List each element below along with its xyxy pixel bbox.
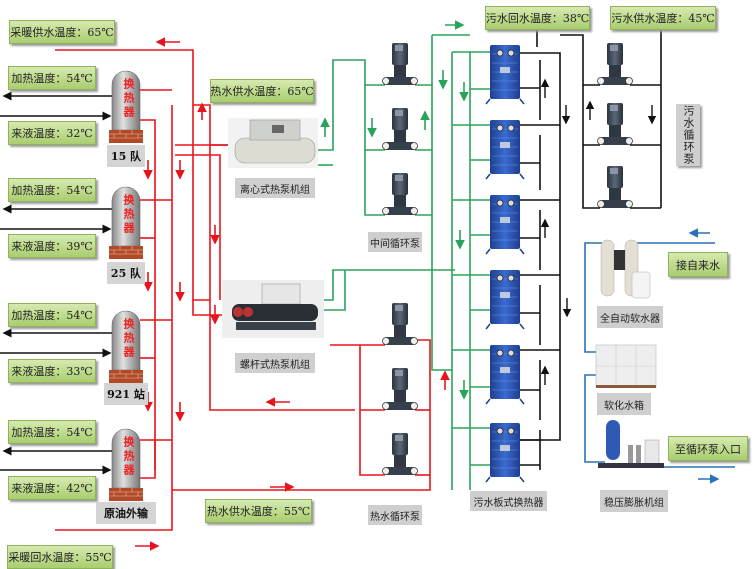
heat-exchanger-label: 换热器 [122,318,135,360]
makeup-water-line [584,242,735,468]
heat-exchanger-tank [109,70,143,143]
station-name: 921 站 [104,383,148,405]
inline-pumps [382,43,633,475]
screw-heat-pump-label: 螺杆式热泵机组 [235,353,315,373]
station-incoming-temp: 来液温度：33℃ [8,359,96,383]
plate-heat-exchangers [485,45,525,483]
station-heat-exchangers [109,70,143,501]
station-lines [0,91,112,475]
sewage-supply-temp-label: 污水供水温度：45℃ [610,6,716,30]
sewage-plate-exchanger-label: 污水板式换热器 [470,491,547,511]
heat-exchanger-label: 换热器 [122,78,135,120]
station-incoming-temp: 来液温度：39℃ [8,234,96,258]
station-heating-temp: 加热温度：54℃ [8,178,96,202]
centrifugal-heat-pump-unit [228,118,318,168]
station-incoming-temp: 来液温度：42℃ [8,476,96,500]
plate-heat-exchanger-icon [485,120,525,180]
hot-water-supply-55-label: 热水供水温度：55℃ [205,499,312,523]
hot-water-loop [55,49,431,531]
centrifugal-heat-pump-label: 离心式热泵机组 [235,178,315,198]
pump-icon [382,43,418,85]
sewage-return-temp-label: 污水回水温度：38℃ [485,6,590,30]
intermediate-loop-arrows [320,20,469,400]
heat-exchanger-label: 换热器 [122,194,135,236]
pressure-expansion-equipment [598,420,664,468]
pump-icon [597,166,633,208]
station-heating-temp: 加热温度：54℃ [8,420,96,444]
intermediate-loop [318,34,490,490]
pump-icon [382,303,418,345]
hot-water-pump-label: 热水循环泵 [368,505,422,525]
pump-icon [382,368,418,410]
intermediate-pump-label: 中间循环泵 [368,232,422,252]
hot-water-supply-65-label: 热水供水温度：65℃ [210,79,314,103]
station-heating-temp: 加热温度：54℃ [8,303,96,327]
sewage-pump-label: 污水循环泵 [676,104,700,166]
heating-supply-temp-label: 采暖供水温度：65℃ [9,20,115,44]
tap-water-inlet-label: 接自来水 [668,252,728,277]
screw-heat-pump-unit [222,280,324,338]
pump-icon [597,103,633,145]
heat-exchanger-tank [109,428,143,501]
station-heating-temp: 加热温度：54℃ [8,66,96,90]
plate-heat-exchanger-icon [485,423,525,483]
sewage-loop [520,28,662,470]
sewage-loop-arrows [540,78,657,385]
station-name: 原油外输 [96,502,156,524]
heat-exchanger-tank [109,186,143,259]
station-incoming-temp: 来液温度：32℃ [8,121,96,145]
water-softener-label: 全自动软水器 [597,306,663,328]
plate-heat-exchanger-icon [485,45,525,105]
pump-icon [382,173,418,215]
soft-water-tank-equipment [595,344,657,388]
plate-heat-exchanger-icon [485,270,525,330]
pump-icon [382,433,418,475]
pressure-expansion-unit-label: 稳压膨胀机组 [600,490,668,512]
station-name: 25 队 [107,262,145,284]
to-pump-inlet-label: 至循环泵入口 [668,436,748,461]
pump-icon [382,108,418,150]
soft-water-tank-label: 软化水箱 [597,393,651,415]
heat-exchanger-label: 换热器 [122,436,135,478]
pump-icon [597,43,633,85]
heat-exchanger-tank [109,310,143,383]
heating-return-temp-label: 采暖回水温度：55℃ [7,545,113,569]
plate-heat-exchanger-icon [485,195,525,255]
station-name: 15 队 [107,145,145,167]
hot-loop-arrows [135,37,450,551]
water-softener-equipment [600,239,651,299]
plate-heat-exchanger-icon [485,345,525,405]
